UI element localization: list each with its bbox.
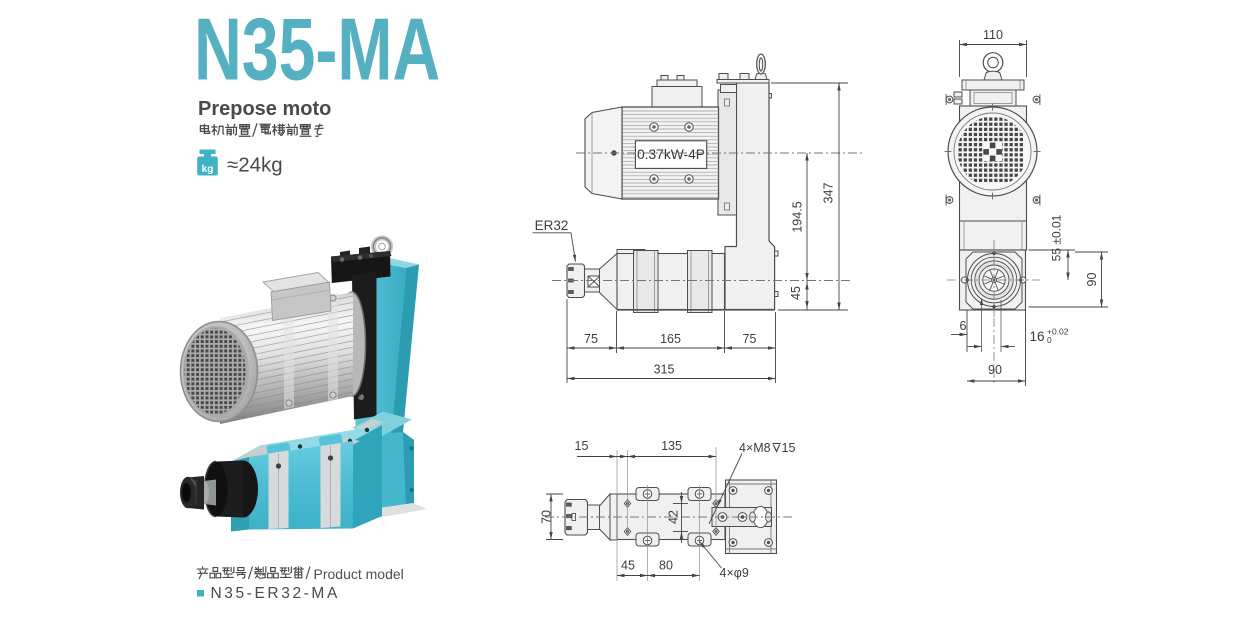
svg-text:Product model: Product model: [314, 566, 404, 582]
svg-text:≈24kg: ≈24kg: [227, 154, 283, 177]
svg-text:N35-MA: N35-MA: [194, 2, 440, 99]
svg-text:0.37kW-4P: 0.37kW-4P: [637, 147, 705, 162]
svg-text:45: 45: [789, 286, 803, 300]
svg-text:4×M8: 4×M8: [739, 441, 771, 455]
svg-text:75: 75: [584, 332, 598, 346]
svg-text:15: 15: [782, 441, 796, 455]
svg-text:70: 70: [540, 510, 554, 524]
svg-text:6: 6: [960, 319, 967, 333]
svg-text:315: 315: [654, 363, 675, 377]
svg-text:135: 135: [661, 439, 682, 453]
svg-text:194.5: 194.5: [791, 201, 805, 232]
svg-text:80: 80: [659, 559, 673, 573]
svg-text:55 ±0.01: 55 ±0.01: [1050, 214, 1064, 261]
svg-text:165: 165: [660, 332, 681, 346]
svg-text:+0.02: +0.02: [1047, 327, 1069, 337]
svg-text:kg: kg: [202, 164, 214, 175]
svg-text:16: 16: [1029, 329, 1044, 344]
svg-text:45: 45: [621, 559, 635, 573]
svg-text:4×φ9: 4×φ9: [720, 566, 749, 580]
svg-text:90: 90: [1085, 273, 1099, 287]
svg-text:15: 15: [575, 439, 589, 453]
svg-text:42: 42: [667, 510, 681, 524]
svg-text:110: 110: [983, 28, 1003, 42]
svg-text:347: 347: [822, 183, 836, 204]
svg-text:ER32: ER32: [535, 218, 569, 233]
svg-text:N35-ER32-MA: N35-ER32-MA: [211, 585, 340, 602]
svg-text:0: 0: [1047, 335, 1052, 345]
svg-text:75: 75: [743, 332, 757, 346]
svg-text:90: 90: [988, 363, 1002, 377]
svg-text:Prepose moto: Prepose moto: [198, 98, 331, 120]
